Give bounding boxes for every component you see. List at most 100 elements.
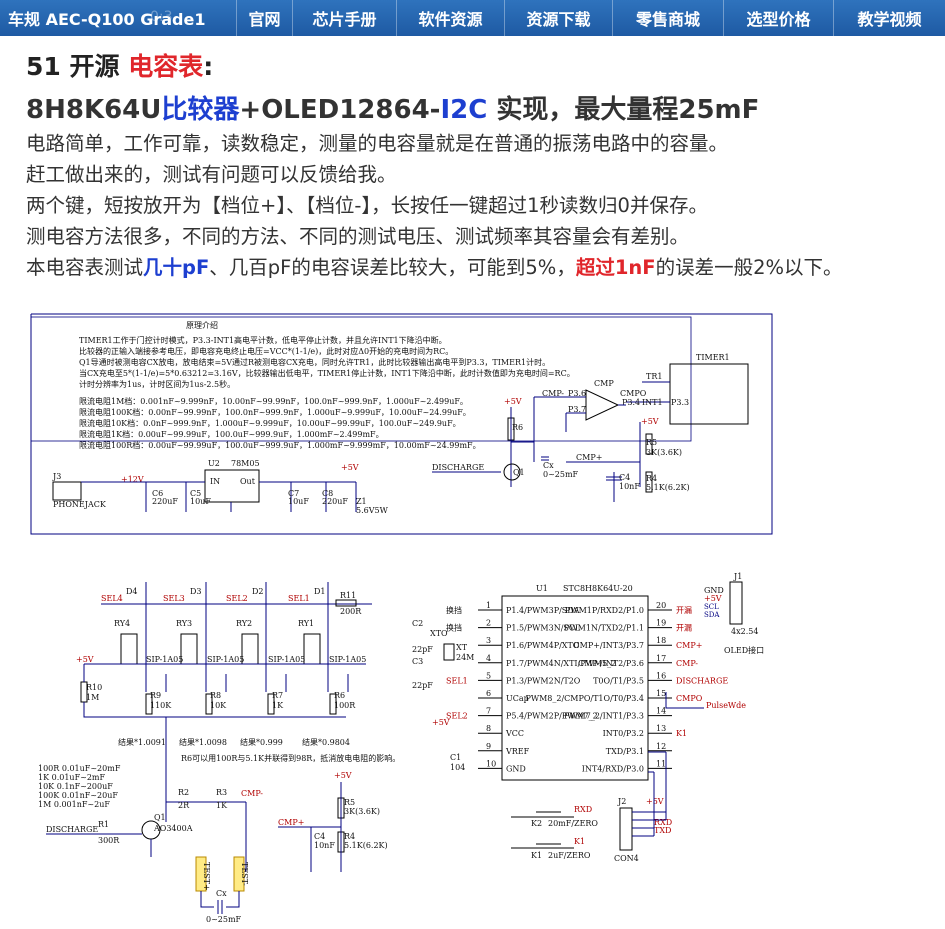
svg-text:4x2.54: 4x2.54: [731, 627, 758, 636]
svg-text:结果*1.0091: 结果*1.0091: [118, 737, 166, 747]
mcu-pin-number-left: 6: [486, 689, 491, 698]
svg-text:K1: K1: [574, 837, 585, 846]
svg-text:RY4: RY4: [114, 619, 130, 628]
svg-text:R7: R7: [272, 691, 283, 700]
svg-text:SIP-1A05: SIP-1A05: [329, 655, 366, 664]
schematic-image: 原理介绍 TIMER1工作于门控计时模式，P3.3-INT1高电平计数，低电平停…: [26, 312, 945, 929]
principle-line-2: 比较器的正输入端接参考电压，即电容充电终止电压=VCC*(1-1/e)，此时对应…: [79, 346, 453, 356]
svg-text:10uF: 10uF: [288, 497, 309, 506]
svg-text:C4: C4: [314, 832, 325, 841]
svg-text:D4: D4: [126, 587, 138, 596]
timer1-block: [669, 363, 749, 425]
mcu-net-right: 开漏: [676, 605, 692, 615]
oled-connector-label: OLED接口: [724, 645, 764, 655]
mcu-pin-left-label: UCap: [506, 694, 529, 703]
mcu-pin-number-right: 11: [656, 759, 666, 768]
mcu-pin-right-label: PWM7_2/INT1/P3.3: [564, 712, 644, 721]
mcu-pin-number-left: 5: [486, 671, 491, 680]
paragraph-3: 两个键，短按放开为【档位+】、【档位-】，长按任一键超过1秒读数归0并保存。: [26, 194, 708, 217]
mcu-net-right: DISCHARGE: [676, 676, 728, 685]
svg-text:R4: R4: [344, 832, 355, 841]
svg-text:XT: XT: [456, 643, 468, 652]
svg-text:SIP-1A05: SIP-1A05: [268, 655, 305, 664]
svg-text:Q1: Q1: [513, 468, 525, 477]
svg-text:P3.7: P3.7: [568, 405, 586, 414]
svg-text:10K: 10K: [210, 701, 227, 710]
svg-text:C5: C5: [190, 489, 201, 498]
svg-text:P3.6: P3.6: [568, 389, 586, 398]
svg-text:0~25mF: 0~25mF: [206, 915, 242, 924]
svg-text:TXD: TXD: [654, 826, 671, 835]
principle-line-5: 计时分辨率为1us，计时区间为1us-2.5秒。: [79, 379, 235, 389]
svg-text:D2: D2: [252, 587, 264, 596]
svg-text:2uF/ZERO: 2uF/ZERO: [548, 851, 591, 860]
principle-box: [30, 316, 692, 442]
paragraph-4: 测电容方法很多，不同的方法、不同的测试电压、测试频率其容量会有差别。: [26, 225, 690, 248]
top-nav-bar: 车规 AEC-Q100 Grade1 0:3 官网 芯片手册 软件资源 资源下载…: [0, 0, 945, 36]
regulator-label: 78M05: [231, 459, 260, 468]
svg-text:C1: C1: [450, 753, 461, 762]
svg-text:300R: 300R: [98, 836, 120, 845]
discharge-label-bottom: DISCHARGE: [46, 825, 98, 834]
svg-text:RY1: RY1: [298, 619, 314, 628]
mcu-chip: [501, 595, 649, 781]
nav-item-downloads[interactable]: 资源下载: [504, 0, 612, 36]
svg-text:RY3: RY3: [176, 619, 192, 628]
mcu-pin-left-label: P5.4/PWM2P/PWM7_2: [506, 712, 598, 721]
svg-text:+5V: +5V: [504, 397, 522, 406]
mcu-pin-left-label: P1.4/PWM3P/SDA: [506, 606, 580, 615]
cmp-label: CMP: [594, 379, 614, 388]
svg-text:R6: R6: [512, 423, 523, 432]
mcu-net-right: K1: [676, 729, 687, 738]
svg-text:SIP-1A05: SIP-1A05: [207, 655, 244, 664]
principle-line-3: Q1导通时被测电容CX放电，放电结束=5V通过R被测电容CX充电，同时允许TR1…: [79, 357, 550, 367]
range-line-4: 限流电阻1K档：0.00uF~99.99uF，100.0uF~999.9uF，1…: [79, 429, 384, 439]
svg-text:INT1: INT1: [642, 398, 663, 407]
r6-note: R6可以用100R与5.1K并联得到98R，抵消放电电阻的影响。: [181, 753, 400, 763]
svg-text:CON4: CON4: [614, 854, 639, 863]
svg-text:24M: 24M: [456, 653, 474, 662]
nav-item-official-site[interactable]: 官网: [236, 0, 292, 36]
svg-text:TEST+: TEST+: [202, 862, 211, 891]
svg-text:+5V: +5V: [432, 718, 450, 727]
svg-text:J1: J1: [733, 572, 742, 581]
nav-item-tutorial-video[interactable]: 教学视频: [833, 0, 945, 36]
mcu-pin-left-label: P1.5/PWM3N/SCL: [506, 624, 581, 633]
mcu-pin-right-label: T0O/T1/P3.5: [593, 676, 644, 685]
svg-text:TEST-: TEST-: [240, 862, 249, 886]
svg-text:1K: 1K: [272, 701, 284, 710]
svg-text:CMP-: CMP-: [542, 389, 564, 398]
svg-text:RXD: RXD: [654, 818, 672, 827]
range-line-3: 限流电阻10K档：0.0nF~999.9nF，1.000uF~9.999uF，1…: [79, 418, 461, 428]
svg-text:1M 0.001nF~2uF: 1M 0.001nF~2uF: [38, 800, 110, 809]
svg-text:22pF: 22pF: [412, 681, 433, 690]
svg-text:10nF: 10nF: [619, 482, 640, 491]
nav-item-software[interactable]: 软件资源: [396, 0, 504, 36]
svg-text:+5V: +5V: [704, 594, 722, 603]
principle-title: 原理介绍: [186, 320, 218, 330]
nav-item-datasheet[interactable]: 芯片手册: [292, 0, 396, 36]
discharge-label-top: DISCHARGE: [432, 463, 484, 472]
svg-text:C3: C3: [412, 657, 423, 666]
svg-text:XTO: XTO: [430, 629, 448, 638]
svg-text:C4: C4: [619, 473, 630, 482]
brand-link[interactable]: 车规 AEC-Q100 Grade1 0:3: [0, 0, 236, 36]
svg-text:GND: GND: [704, 586, 724, 595]
nav-item-store[interactable]: 零售商城: [612, 0, 723, 36]
nav-item-pricing[interactable]: 选型价格: [723, 0, 833, 36]
svg-text:P3.4: P3.4: [622, 398, 640, 407]
mcu-pin-number-left: 7: [486, 707, 491, 716]
svg-text:R9: R9: [150, 691, 161, 700]
article-body: 51 开源 电容表: 8H8K64U比较器+OLED12864-I2C 实现，最…: [26, 50, 941, 283]
svg-text:AO3400A: AO3400A: [153, 824, 193, 833]
svg-text:R4: R4: [646, 474, 657, 483]
paragraph-5: 本电容表测试几十pF、几百pF的电容误差比较大，可能到5%，超过1nF的误差一般…: [26, 256, 843, 279]
svg-text:+5V: +5V: [76, 655, 94, 664]
svg-text:104: 104: [450, 763, 465, 772]
mcu-net-right: CMPO: [676, 694, 703, 703]
mcu-pin-number-left: 1: [486, 601, 491, 610]
svg-text:U2: U2: [208, 459, 220, 468]
nav-menu: 官网 芯片手册 软件资源 资源下载 零售商城 选型价格 教学视频: [236, 0, 945, 36]
supply-5v-label: +5V: [341, 463, 359, 472]
principle-line-4: 当CX充电至5*(1-1/e)=5*0.63212=3.16V，比较器输出低电平…: [79, 368, 575, 378]
